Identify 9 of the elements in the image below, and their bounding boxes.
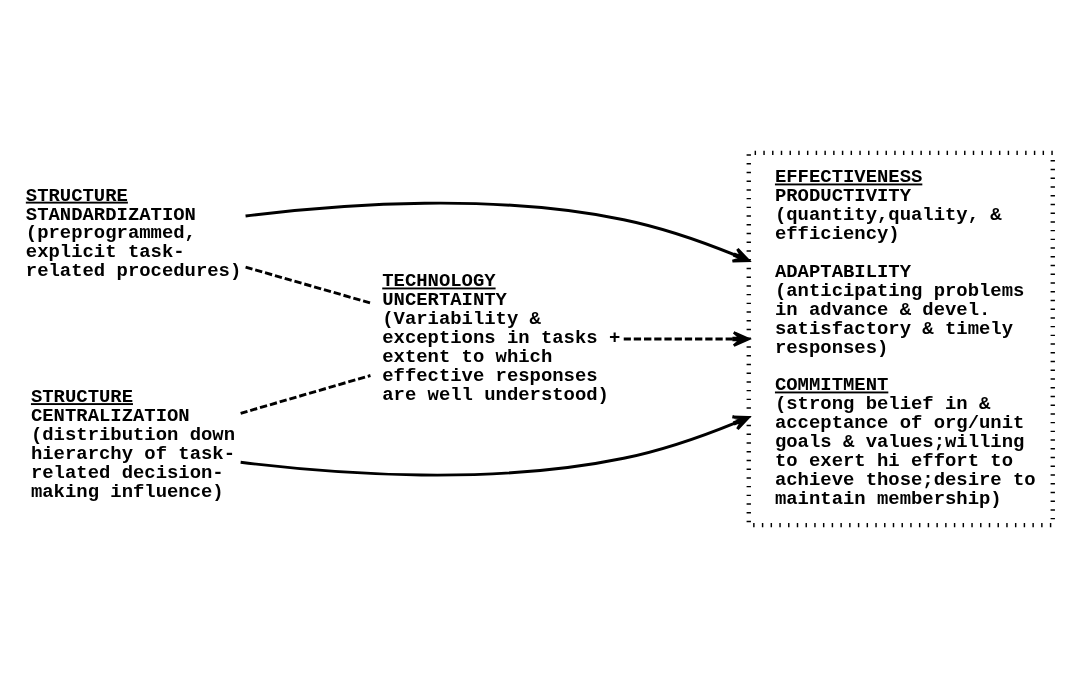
connector [245,265,371,304]
node-text: STRUCTURE STANDARDIZATION (preprogrammed, explicit task- related procedures) [25,184,242,282]
node-box: EFFECTIVENESS PRODUCTIVITY (quantity,quality, & efficiency) ADAPTABILITY (anticipating problems in advance & devel. satisfactory & timely responses) COMMITMENT (strong belief in & acceptance of org/unit goals & values;willing to exert hi effort to achieve those;desire to maintain membership) [746,150,1055,527]
arrow [623,330,750,347]
connector [240,373,371,415]
arrow [245,201,750,262]
arrow [240,415,750,476]
node-text: STRUCTURE CENTRALIZATION (distribution down hierarchy of task- related decision- making influence) [30,385,236,503]
node-text: TECHNOLOGY UNCERTAINTY (Variability & exceptions in tasks + extent to which effective responses are well understood) [382,269,621,406]
